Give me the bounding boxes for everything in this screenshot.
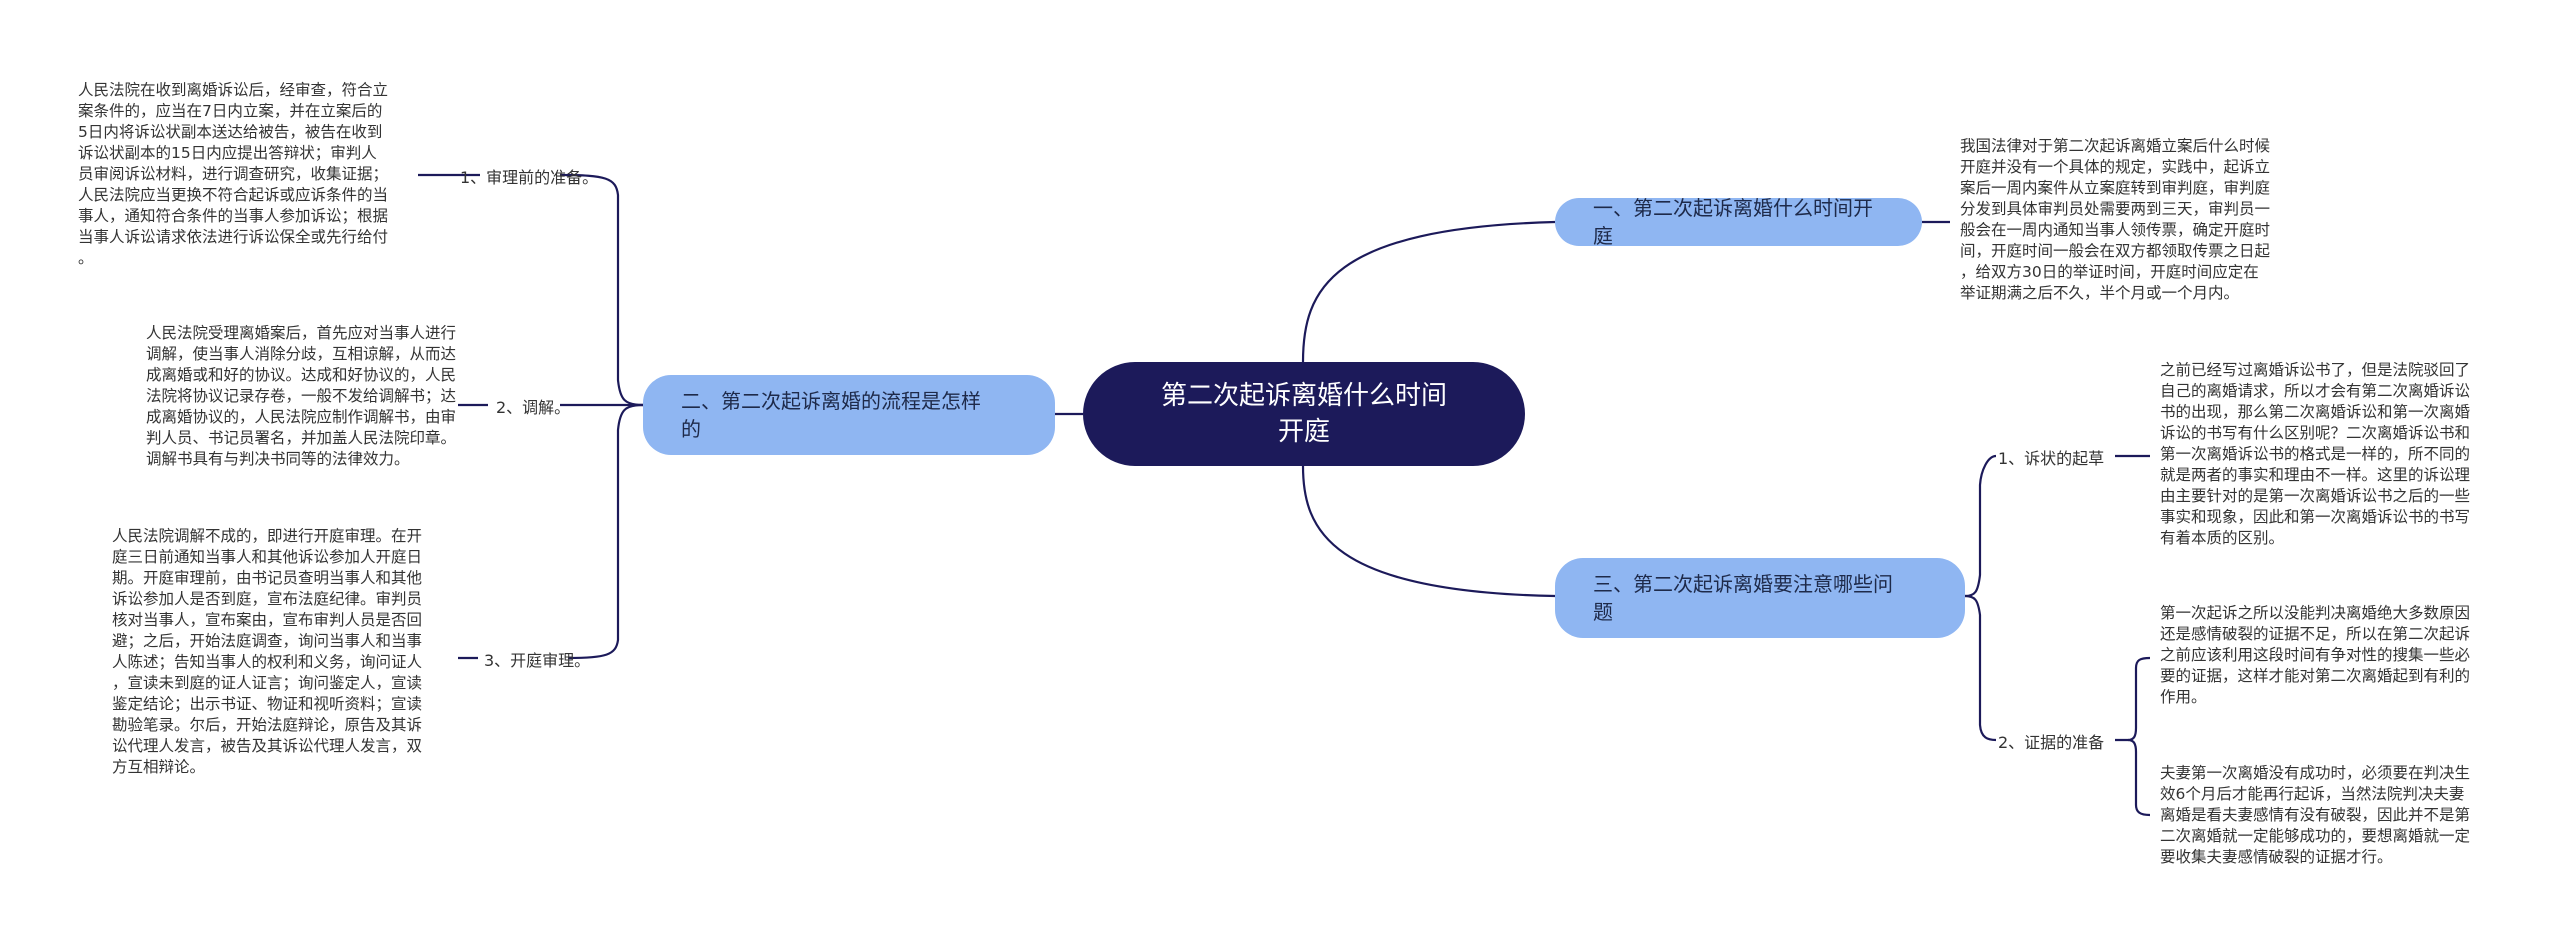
b2-child-2-label[interactable]: 2、调解。 — [496, 398, 571, 417]
b2-child-2-text: 人民法院受理离婚案后，首先应对当事人进行调解，使当事人消除分歧，互相谅解，从而达… — [146, 324, 457, 468]
b3-child-1-text: 之前已经写过离婚诉讼书了，但是法院驳回了自己的离婚请求，所以才会有第二次离婚诉讼… — [2160, 361, 2471, 547]
link-c5-text1 — [2115, 656, 2151, 742]
b3-child-2-label[interactable]: 2、证据的准备 — [1998, 733, 2105, 752]
link-root-b1 — [1301, 220, 1556, 363]
branch-2[interactable]: 二、第二次起诉离婚的流程是怎样的 — [643, 375, 1055, 455]
b2-child-1-text: 人民法院在收到离婚诉讼后，经审查，符合立案条件的，应当在7日内立案，并在立案后的… — [78, 81, 389, 267]
b2-child-3-label[interactable]: 3、开庭审理。 — [484, 651, 591, 670]
b3-child-2-text-1: 第一次起诉之所以没能判决离婚绝大多数原因还是感情破裂的证据不足，所以在第二次起诉… — [2160, 604, 2471, 706]
root-topic[interactable]: 第二次起诉离婚什么时间开庭 — [1083, 362, 1525, 466]
link-b2-c1 — [559, 173, 644, 407]
link-b2-c3 — [567, 403, 644, 660]
b2-child-1-label[interactable]: 1、审理前的准备。 — [460, 168, 599, 187]
branch-3[interactable]: 三、第二次起诉离婚要注意哪些问题 — [1555, 558, 1965, 638]
link-b3-c1 — [1964, 454, 1997, 598]
link-c5-text2 — [2127, 738, 2151, 817]
b3-child-2-text-2: 夫妻第一次离婚没有成功时，必须要在判决生效6个月后才能再行起诉，当然法院判决夫妻… — [2160, 764, 2471, 866]
branch-1[interactable]: 一、第二次起诉离婚什么时间开庭 — [1555, 196, 1922, 248]
b2-child-3-text: 人民法院调解不成的，即进行开庭审理。在开庭三日前通知当事人和其他诉讼参加人开庭日… — [112, 527, 423, 776]
b1-detail-text: 我国法律对于第二次起诉离婚立案后什么时候开庭并没有一个具体的规定，实践中，起诉立… — [1960, 137, 2271, 302]
link-b3-c2 — [1964, 594, 1997, 742]
b3-child-1-label[interactable]: 1、诉状的起草 — [1998, 449, 2105, 468]
link-root-b3 — [1301, 465, 1556, 598]
